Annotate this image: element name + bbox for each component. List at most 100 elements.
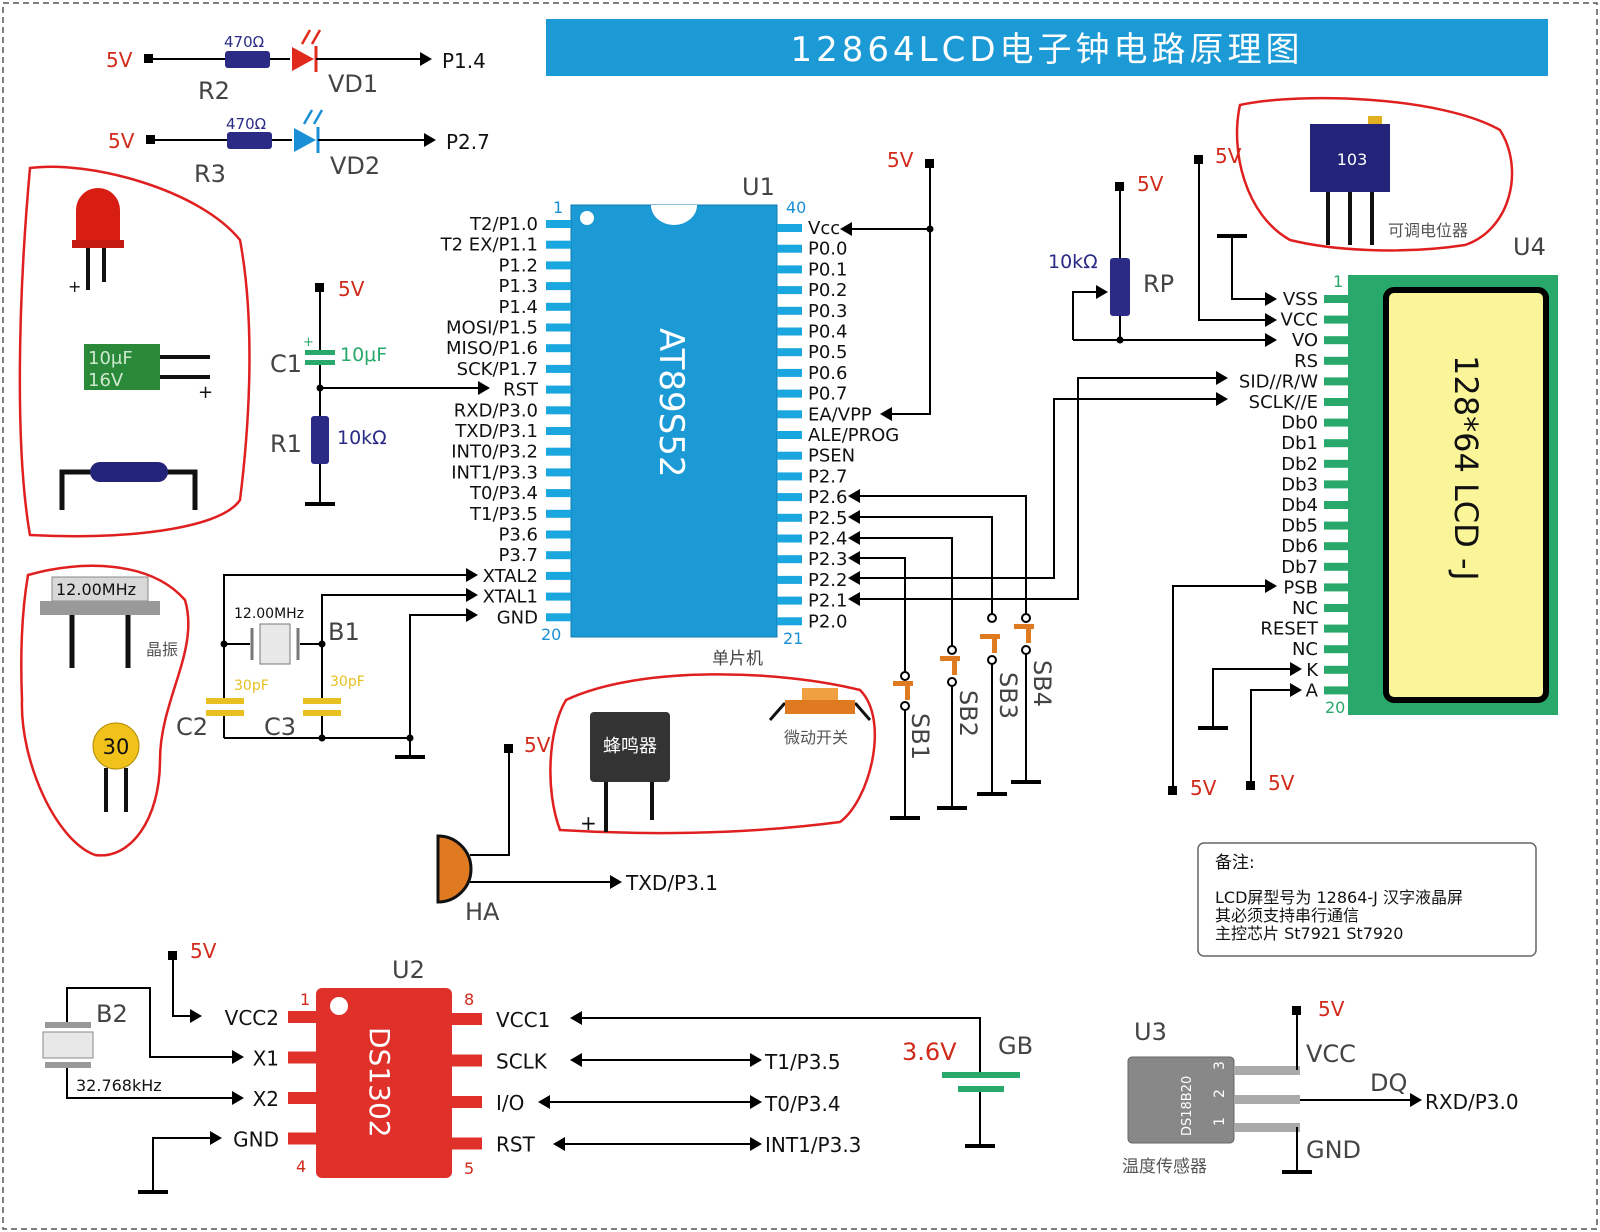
legend-outline-2 [20,564,190,857]
c2-label: C2 [176,713,208,741]
lcd-screen [1383,287,1549,703]
u1-pin-label: P0.4 [808,322,847,343]
u1-pin-mosi-p1-5 [546,323,571,332]
u1-pin-psen [777,451,802,460]
u2-pin-label: I/O [496,1091,524,1115]
lcd-pin-label: RS [1294,351,1318,372]
legend-pot-caption: 可调电位器 [1388,221,1468,240]
page-title: 12864LCD电子钟电路原理图 [790,30,1303,70]
note-heading: 备注: [1215,853,1255,873]
lcd-pin-label: Db2 [1281,454,1318,475]
u1-pin-label: P2.2 [808,570,847,591]
rp-label: RP [1143,270,1174,298]
led-vd2-icon [294,128,316,152]
u1-pin-label: P3.7 [499,545,538,566]
u1-pin-label: T2 EX/P1.1 [440,235,538,256]
u1-pin-p1-3 [546,282,571,291]
lcd-pin-label: VO [1292,330,1318,351]
u1-caption: 单片机 [712,649,763,669]
reset-circuit: 5V + 10μF C1 10kΩ R1 [270,277,490,506]
u1-pin-label: ALE/PROG [808,425,899,446]
u1-pin-t2-p1-0 [546,220,571,228]
c1-value-label: 10μF [340,344,387,366]
r2-value-label: 470Ω [224,33,264,51]
u1-pin-label: MOSI/P1.5 [446,318,538,339]
u1-pin-txd-p3-1 [546,427,571,435]
u1-pin-p2-2 [777,575,802,584]
u1-pin-p2-5 [777,513,802,522]
lcd-pin-db1-8 [1324,439,1348,448]
legend-cap-text1: 10μF [88,348,133,369]
u1-pin-label: P2.0 [808,611,847,632]
battery-gb-icon [942,1072,1020,1078]
svg-text:5V: 5V [338,277,365,301]
u1-pin-p0-0 [777,244,802,253]
u1-pin-label: P0.3 [808,301,847,322]
u1-pin-label: P2.1 [808,591,847,612]
u1-pin-t2-ex-p1-1 [546,240,571,249]
u1-pin-label: RST [503,380,539,401]
u2-pin-label: SCLK [496,1050,548,1074]
capacitor-c3-icon [303,698,341,704]
buzzer-ha-icon [436,834,473,904]
svg-text:40: 40 [786,198,806,217]
svg-text:5V: 5V [1215,144,1242,168]
c1-label: C1 [270,350,302,378]
lcd-pin-label: RESET [1260,619,1319,640]
u1-pin-p1-2 [546,261,571,270]
u1-chip-name: AT89S52 [651,328,691,478]
u1-pin-p0-4 [777,327,802,336]
lcd-pin-db4-11 [1324,501,1348,509]
u1-pin-label: Vcc [808,218,840,239]
u1-pin-label: SCK/P1.7 [457,359,538,380]
svg-text:+: + [198,382,213,403]
note-line-3: 主控芯片 St7921 St7920 [1215,924,1403,943]
lcd-pin-reset-17 [1324,624,1348,633]
u2-pin-vcc2 [288,1011,316,1023]
u2-pin-x1 [288,1051,316,1064]
u1-pin-p2-6 [777,493,802,502]
lcd-pin-db6-13 [1324,542,1348,551]
svg-text:2: 2 [1212,1089,1228,1098]
vd1-label: VD1 [328,70,378,98]
u1-pin-label: MISO/P1.6 [446,338,538,359]
u1-pin-vcc [777,224,802,232]
u1-pin-label: P0.0 [808,239,847,260]
u2-ref: U2 [392,956,425,984]
u1-pin-p0-2 [777,286,802,295]
lcd-pin-sid-r-w-5 [1324,377,1348,386]
u1-pin-label: P2.7 [808,466,847,487]
crystal-circuit: 12.00MHz B1 30pF C2 30pF C3 [176,568,478,759]
lcd-pin-db5-12 [1324,521,1348,530]
vd2-label: VD2 [330,152,380,180]
lcd-pin-label: A [1306,680,1319,701]
svg-text:20: 20 [1325,698,1345,717]
u1-pin-label: EA/VPP [808,404,872,425]
lcd-pin-vo-3 [1324,336,1348,345]
u1-pin-rxd-p3-0 [546,406,571,415]
lcd-pin-rs-4 [1324,356,1348,365]
u1-pin-ea-vpp [777,410,802,419]
u2-pin-gnd [288,1132,316,1145]
svg-text:5V: 5V [524,733,551,757]
u3-pin-gnd: GND [1306,1136,1361,1164]
u1-right-pins: VccP0.0P0.1P0.2P0.3P0.4P0.5P0.6P0.7EA/VP… [777,218,899,632]
u1-pin-p0-3 [777,306,802,315]
u1-pin-label: P0.5 [808,342,847,363]
u3-pin-dq: DQ [1370,1069,1407,1097]
lcd-pin-k-19 [1324,665,1348,674]
svg-text:1: 1 [1212,1117,1228,1126]
u1-pin-label: T2/P1.0 [469,214,538,235]
svg-text:5V: 5V [1137,172,1164,196]
lcd-pin-db3-10 [1324,480,1348,489]
u1-pin-label: GND [497,607,538,628]
u1-pin-gnd [546,613,571,622]
u3-pin-vcc: VCC [1306,1040,1356,1068]
ha-link-label: TXD/P3.1 [625,871,718,895]
u1-pin-p2-4 [777,534,802,543]
u1-pin-label: PSEN [808,446,855,467]
resistor-r2 [225,51,270,68]
lcd-pin-label: PSB [1283,577,1318,598]
